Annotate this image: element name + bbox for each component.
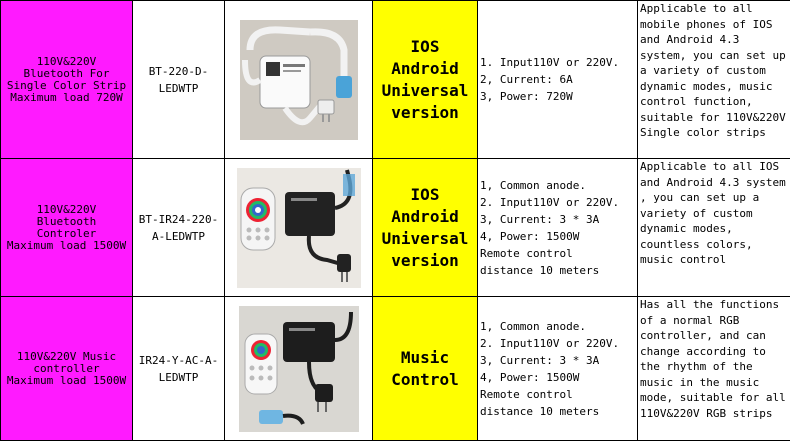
product-name-line: Controler [1, 228, 132, 240]
spec-line: 2. Input110V or 220V. [480, 194, 637, 211]
description-line: control function, [640, 94, 790, 110]
compatibility-cell: IOS Android Universal version [373, 159, 478, 297]
model-number-line: IR24-Y-AC-A- [133, 352, 224, 369]
description-line: Single color strips [640, 125, 790, 141]
compatibility-line: version [373, 102, 477, 124]
specs-cell: 1, Common anode. 2. Input110V or 220V. 3… [478, 297, 638, 441]
description-line: dynamic modes, music [640, 79, 790, 95]
description-cell: Applicable to all mobile phones of IOS a… [638, 1, 790, 159]
compatibility-line: Universal [373, 80, 477, 102]
product-name-line: Bluetooth [1, 216, 132, 228]
product-name-cell: 110V&220V Bluetooth For Single Color Str… [1, 1, 133, 159]
spec-line: Remote control [480, 386, 637, 403]
spec-line: 2. Input110V or 220V. [480, 335, 637, 352]
compatibility-line: Control [373, 369, 477, 391]
product-name-cell: 110V&220V Bluetooth Controler Maximum lo… [1, 159, 133, 297]
music-controller-remote-photo [239, 306, 359, 432]
compatibility-cell: Music Control [373, 297, 478, 441]
model-number-line: BT-220-D- [133, 63, 224, 80]
spec-line: 2, Current: 6A [480, 71, 637, 88]
description-line: music in the music [640, 375, 790, 391]
product-photo-cell [225, 297, 373, 441]
spec-line: 1, Common anode. [480, 318, 637, 335]
model-number-cell: IR24-Y-AC-A- LEDWTP [133, 297, 225, 441]
table-row: 110V&220V Music controller Maximum load … [1, 297, 790, 441]
spec-line: 3, Current: 3 * 3A [480, 352, 637, 369]
spec-line: distance 10 meters [480, 262, 637, 279]
specs-cell: 1, Common anode. 2. Input110V or 220V. 3… [478, 159, 638, 297]
model-number-line: A-LEDWTP [133, 228, 224, 245]
description-line: suitable for 110V&220V [640, 110, 790, 126]
bluetooth-controller-photo [240, 20, 358, 140]
description-line: of a normal RGB [640, 313, 790, 329]
compatibility-line: Music [373, 347, 477, 369]
description-line: Has all the functions [640, 297, 790, 313]
description-cell: Has all the functions of a normal RGB co… [638, 297, 790, 441]
spec-line: Remote control [480, 245, 637, 262]
compatibility-line: Android [373, 206, 477, 228]
description-line: controller, and can [640, 328, 790, 344]
compatibility-line: IOS [373, 36, 477, 58]
product-name-line: controller [1, 363, 132, 375]
description-line: Applicable to all IOS [640, 159, 790, 175]
description-line: system, you can set up [640, 48, 790, 64]
product-photo-cell [225, 159, 373, 297]
spec-line: 3, Power: 720W [480, 88, 637, 105]
description-line: music control [640, 252, 790, 268]
compatibility-line: Android [373, 58, 477, 80]
product-name-line: 110V&220V [1, 204, 132, 216]
table-row: 110V&220V Bluetooth For Single Color Str… [1, 1, 790, 159]
description-line: mode, suitable for all [640, 390, 790, 406]
description-line: mobile phones of IOS [640, 17, 790, 33]
compatibility-line: version [373, 250, 477, 272]
spec-line: 1, Common anode. [480, 177, 637, 194]
product-name-line: Maximum load 1500W [1, 240, 132, 252]
description-line: variety of custom [640, 206, 790, 222]
compatibility-cell: IOS Android Universal version [373, 1, 478, 159]
model-number-cell: BT-220-D- LEDWTP [133, 1, 225, 159]
description-line: and Android 4.3 system [640, 175, 790, 191]
music-controller-icon [239, 306, 359, 432]
model-number-line: BT-IR24-220- [133, 211, 224, 228]
description-line: countless colors, [640, 237, 790, 253]
product-name-line: Maximum load 720W [1, 92, 132, 104]
description-line: Applicable to all [640, 1, 790, 17]
product-name-cell: 110V&220V Music controller Maximum load … [1, 297, 133, 441]
product-name-line: Bluetooth For [1, 68, 132, 80]
model-number-line: LEDWTP [133, 369, 224, 386]
compatibility-line: IOS [373, 184, 477, 206]
table-row: 110V&220V Bluetooth Controler Maximum lo… [1, 159, 790, 297]
controller-device-icon [240, 20, 358, 140]
controller-remote-icon [237, 168, 361, 288]
description-line: , you can set up a [640, 190, 790, 206]
description-line: dynamic modes, [640, 221, 790, 237]
description-cell: Applicable to all IOS and Android 4.3 sy… [638, 159, 790, 297]
rgb-bluetooth-controller-remote-photo [237, 168, 361, 288]
description-line: 110V&220V RGB strips [640, 406, 790, 422]
spec-line: 1. Input110V or 220V. [480, 54, 637, 71]
product-name-line: Single Color Strip [1, 80, 132, 92]
spec-line: distance 10 meters [480, 403, 637, 420]
product-photo-cell [225, 1, 373, 159]
compatibility-line: Universal [373, 228, 477, 250]
product-name-line: 110V&220V [1, 56, 132, 68]
spec-line: 3, Current: 3 * 3A [480, 211, 637, 228]
description-line: change according to [640, 344, 790, 360]
specs-cell: 1. Input110V or 220V. 2, Current: 6A 3, … [478, 1, 638, 159]
spec-line: 4, Power: 1500W [480, 369, 637, 386]
model-number-line: LEDWTP [133, 80, 224, 97]
product-name-line: 110V&220V Music [1, 351, 132, 363]
product-name-line: Maximum load 1500W [1, 375, 132, 387]
description-line: and Android 4.3 [640, 32, 790, 48]
description-line: a variety of custom [640, 63, 790, 79]
spec-line: 4, Power: 1500W [480, 228, 637, 245]
description-line: the rhythm of the [640, 359, 790, 375]
model-number-cell: BT-IR24-220- A-LEDWTP [133, 159, 225, 297]
